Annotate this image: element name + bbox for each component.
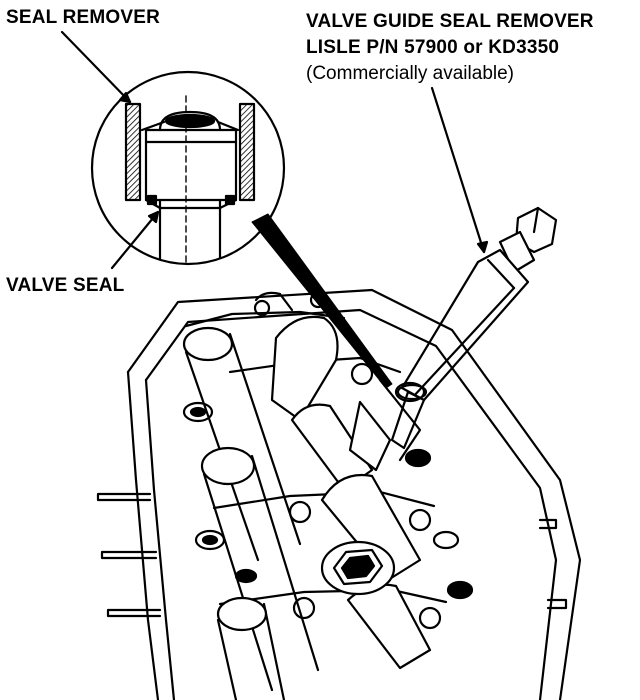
tool-name-label: VALVE GUIDE SEAL REMOVER <box>306 11 594 32</box>
tool-availability-note: (Commercially available) <box>306 63 514 84</box>
seal-remover-tool <box>390 86 558 450</box>
tool-part-number-label: LISLE P/N 57900 or KD3350 <box>306 37 560 58</box>
detail-magnifier-circle <box>90 70 286 266</box>
valve-seal-leader <box>110 210 160 270</box>
hex-plug <box>320 540 396 596</box>
valve-seal-label: VALVE SEAL <box>6 275 125 296</box>
seal-remover-leader <box>60 30 132 104</box>
plug-tubes <box>182 326 320 700</box>
camshaft <box>270 315 432 670</box>
magnification-pointer <box>251 213 393 389</box>
cylinder-head <box>96 288 582 700</box>
seal-remover-label: SEAL REMOVER <box>6 7 161 28</box>
